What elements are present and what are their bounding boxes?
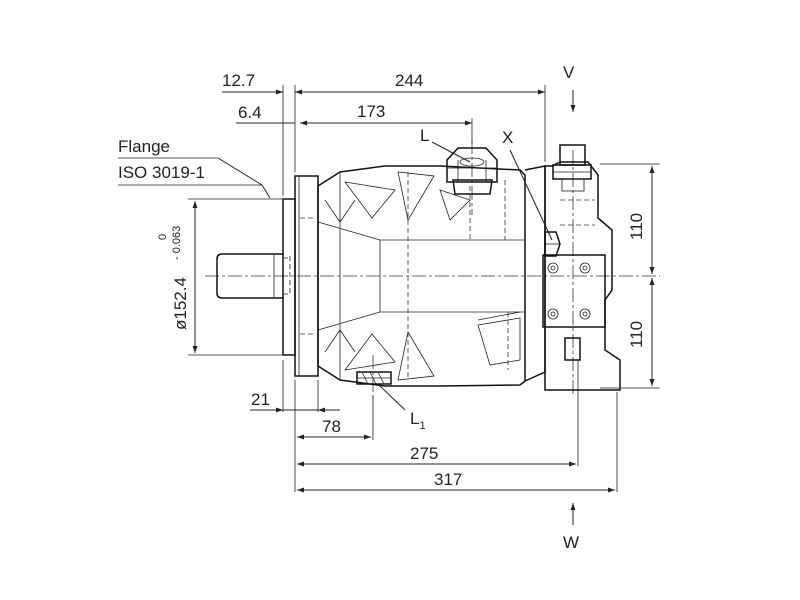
dim-diameter: ø152.4 [171, 277, 190, 330]
flange-standard: ISO 3019-1 [118, 163, 205, 182]
tolerance-lower: - 0.063 [171, 226, 183, 260]
dim-12-7: 12.7 [222, 71, 255, 90]
view-v-label: V [563, 63, 575, 82]
port-l1-plug [356, 371, 392, 385]
dim-275: 275 [410, 444, 438, 463]
dim-173: 173 [357, 102, 385, 121]
dimension-lines [118, 85, 660, 525]
tolerance-upper: 0 [157, 234, 169, 240]
port-x-label: X [502, 128, 513, 147]
dim-110-bottom: 110 [627, 321, 646, 348]
flange-label: Flange [118, 137, 170, 156]
dim-78: 78 [322, 417, 341, 436]
dim-21: 21 [251, 390, 270, 409]
dim-317: 317 [434, 470, 462, 489]
port-l-fitting [446, 147, 498, 195]
dim-6-4: 6.4 [238, 103, 262, 122]
port-l1-label: L1 [410, 409, 426, 432]
dim-110-top: 110 [627, 213, 646, 240]
port-l-label: L [420, 126, 429, 145]
dim-244: 244 [395, 71, 423, 90]
controller-block [524, 144, 621, 391]
view-w-label: W [563, 533, 579, 552]
mounting-flange [282, 175, 319, 377]
drive-shaft [216, 253, 291, 299]
